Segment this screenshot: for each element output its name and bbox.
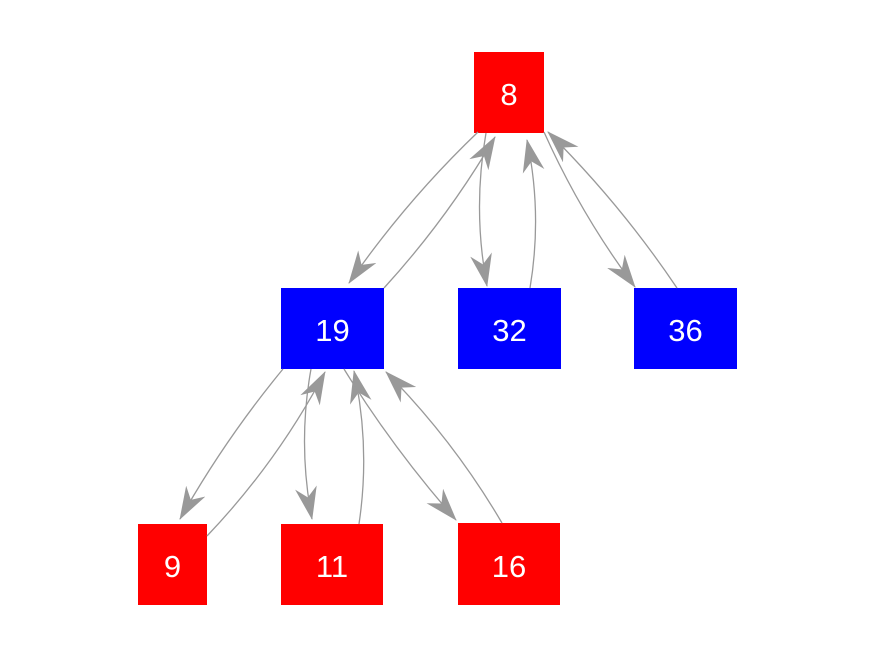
tree-node-8: 8 [474,52,544,133]
edge-19-16 [343,368,457,521]
edge-19-9 [179,368,284,520]
node-label: 11 [315,549,349,584]
node-label: 16 [491,548,527,584]
tree-node-16: 16 [458,523,560,605]
tree-node-32: 32 [458,288,561,369]
tree-node-11: 11 [281,524,383,605]
edge-9-19 [206,371,326,537]
edge-36-8 [547,131,678,289]
node-label: 8 [500,77,518,112]
tree-node-19: 19 [281,288,384,369]
node-label: 32 [492,313,527,348]
node-label: 36 [668,313,703,348]
edge-19-8 [383,136,496,289]
edge-8-36 [543,131,636,288]
edge-32-8 [522,139,545,289]
edge-11-19 [350,370,372,525]
edge-19-11 [295,368,317,520]
node-label: 9 [163,549,182,584]
edge-8-19 [348,131,479,284]
edge-8-32 [470,132,492,287]
edge-16-19 [385,371,503,524]
tree-node-9: 9 [138,524,207,605]
node-label: 19 [315,313,350,348]
tree-node-36: 36 [634,288,737,369]
